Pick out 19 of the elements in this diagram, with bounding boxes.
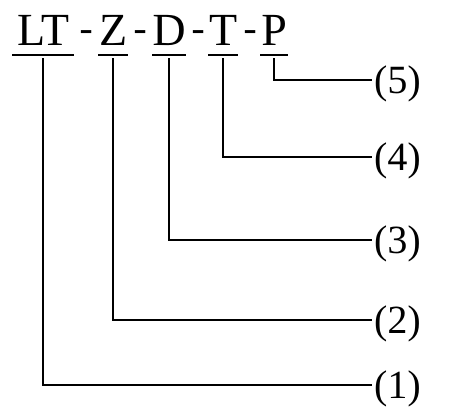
callout-number: (2)	[374, 298, 421, 342]
code-letter: Z	[98, 4, 128, 56]
callout-number: (3)	[374, 218, 421, 262]
hyphen-text: -	[242, 4, 258, 52]
leader-line	[42, 58, 372, 386]
leader-line	[112, 58, 372, 321]
code-letter: P	[260, 4, 288, 56]
leader-line	[168, 58, 372, 241]
leader-line	[273, 58, 372, 81]
callout-number: (5)	[374, 58, 421, 102]
leader-line	[222, 58, 372, 158]
hyphen-text: -	[132, 4, 148, 52]
code-letter: D	[152, 4, 186, 56]
callout-number: (1)	[374, 363, 421, 407]
callout-number: (4)	[374, 135, 421, 179]
hyphen-text: -	[190, 4, 206, 52]
code-letter: LT	[12, 4, 74, 56]
code-letter: T	[208, 4, 238, 56]
hyphen-text: -	[78, 4, 94, 52]
